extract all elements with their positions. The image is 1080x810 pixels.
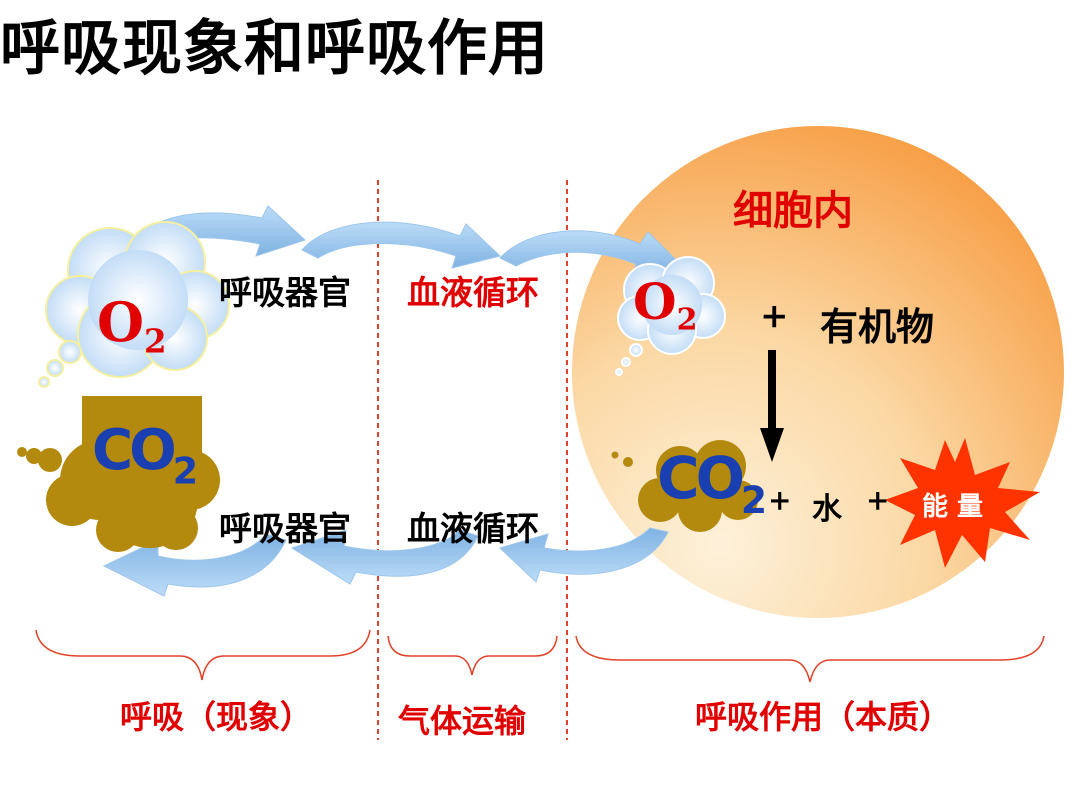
plus-sign: + <box>866 484 890 517</box>
co2-label-left: CO2 <box>92 418 199 493</box>
plus-sign: + <box>768 484 792 517</box>
energy-label: 能 量 <box>922 492 984 522</box>
organic-matter-label: 有机物 <box>820 304 935 349</box>
brace-cellular <box>575 635 1045 683</box>
energy-burst <box>885 438 1040 568</box>
water-label: 水 <box>812 492 842 527</box>
o2-cloud-left <box>38 221 230 388</box>
o2-label-right: O2 <box>633 272 698 338</box>
brace-respiration <box>35 629 371 681</box>
label-organ-bottom: 呼吸器官 <box>219 509 351 548</box>
label-blood-bottom: 血液循环 <box>407 509 539 548</box>
label-organ-top: 呼吸器官 <box>219 273 351 312</box>
co2-cloud-right <box>611 440 758 532</box>
co2-label-right: CO2 <box>657 444 768 523</box>
o2-label-left: O2 <box>97 290 167 361</box>
section-cellular-respiration: 呼吸作用（本质） <box>695 698 952 736</box>
brace-transport <box>387 635 558 676</box>
o2-cloud-right <box>615 256 726 376</box>
plus-sign: + <box>760 296 789 336</box>
cell-label: 细胞内 <box>733 187 853 234</box>
down-arrow <box>760 350 784 462</box>
page-title: 呼吸现象和呼吸作用 <box>0 14 549 84</box>
bottom-arrows <box>102 527 669 597</box>
section-respiration-phenomenon: 呼吸（现象） <box>120 698 313 736</box>
label-blood-top: 血液循环 <box>407 273 539 312</box>
section-gas-transport: 气体运输 <box>398 702 527 740</box>
co2-cloud-left <box>17 396 220 552</box>
